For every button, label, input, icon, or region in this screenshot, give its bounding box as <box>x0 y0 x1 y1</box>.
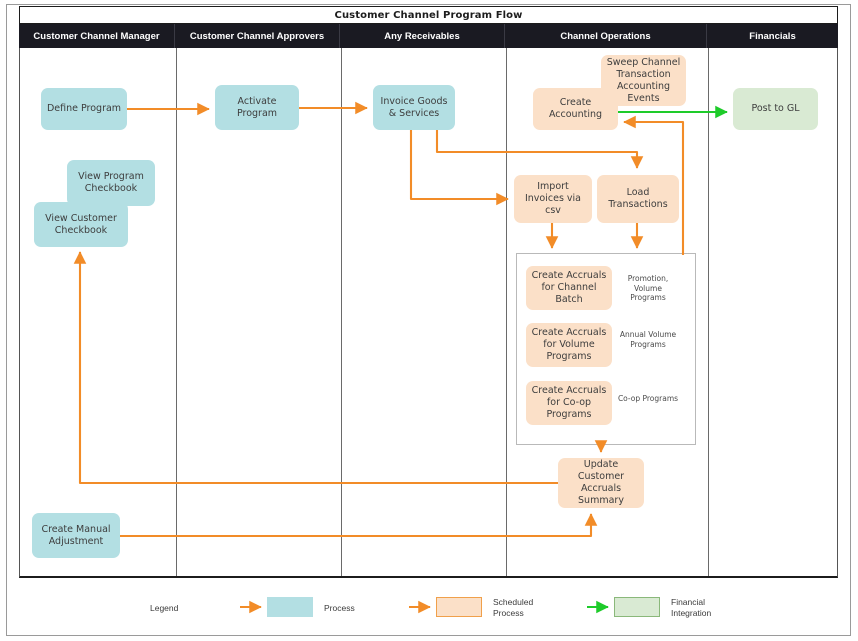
node-create-accruals-volume-programs[interactable]: Create Accruals for Volume Programs <box>526 323 612 367</box>
node-create-manual-adjustment-label: Create Manual Adjustment <box>41 523 111 547</box>
node-invoice-goods-services-label: Invoice Goods & Services <box>380 95 448 119</box>
node-create-accruals-channel-batch[interactable]: Create Accruals for Channel Batch <box>526 266 612 310</box>
legend-label-process: Process <box>324 603 355 613</box>
lane-divider-4 <box>708 48 709 576</box>
node-update-customer-accruals-summary[interactable]: Update Customer Accruals Summary <box>558 458 644 508</box>
node-update-customer-accruals-summary-label: Update Customer Accruals Summary <box>577 459 625 506</box>
node-load-transactions[interactable]: Load Transactions <box>597 175 679 223</box>
legend-label-scheduled-process: Scheduled Process <box>493 597 534 618</box>
node-create-accounting-label: Create Accounting <box>548 97 603 120</box>
lane-header-row: Customer Channel Manager Customer Channe… <box>19 24 838 48</box>
lane-divider-3 <box>506 48 507 576</box>
node-view-program-checkbook-label: View Program Checkbook <box>78 171 144 194</box>
legend-swatch-process <box>267 597 313 617</box>
node-sweep-channel-transaction-label: Sweep Channel Transaction Accounting Eve… <box>606 56 681 104</box>
legend-swatch-financial-integration <box>614 597 660 617</box>
lane-header-operations-label: Channel Operations <box>560 30 651 42</box>
node-create-manual-adjustment[interactable]: Create Manual Adjustment <box>32 513 120 558</box>
lane-header-financials: Financials <box>707 24 838 48</box>
node-create-accruals-channel-batch-label: Create Accruals for Channel Batch <box>531 270 607 305</box>
legend: Legend Process Scheduled Process Financi… <box>19 584 838 632</box>
lane-header-manager-label: Customer Channel Manager <box>33 30 160 42</box>
lane-header-approvers-label: Customer Channel Approvers <box>189 30 325 42</box>
node-import-invoices-csv-label: Import Invoices via csv <box>524 181 582 216</box>
lane-header-receivables: Any Receivables <box>340 24 505 48</box>
lane-header-receivables-label: Any Receivables <box>384 30 460 42</box>
node-load-transactions-label: Load Transactions <box>608 187 668 210</box>
legend-title: Legend <box>150 603 179 613</box>
node-create-accruals-coop-programs-label: Create Accruals for Co-op Programs <box>531 385 607 420</box>
node-activate-program[interactable]: Activate Program <box>215 85 299 130</box>
note-volume-programs: Annual Volume Programs <box>619 330 677 349</box>
node-create-accounting[interactable]: Create Accounting <box>533 88 618 130</box>
node-invoice-goods-services[interactable]: Invoice Goods & Services <box>373 85 455 130</box>
node-import-invoices-csv[interactable]: Import Invoices via csv <box>514 175 592 223</box>
node-create-accruals-coop-programs[interactable]: Create Accruals for Co-op Programs <box>526 381 612 425</box>
legend-swatch-scheduled-process <box>436 597 482 617</box>
note-channel-batch: Promotion, Volume Programs <box>627 274 669 302</box>
note-coop-programs: Co-op Programs <box>617 394 679 403</box>
lane-divider-1 <box>176 48 177 576</box>
diagram-title-bar: Customer Channel Program Flow <box>19 6 838 24</box>
lane-header-operations: Channel Operations <box>505 24 707 48</box>
page-title: Customer Channel Program Flow <box>334 9 523 21</box>
node-post-to-gl-label: Post to GL <box>751 103 800 114</box>
lane-header-manager: Customer Channel Manager <box>19 24 175 48</box>
node-view-program-checkbook[interactable]: View Program Checkbook <box>67 160 155 206</box>
node-define-program[interactable]: Define Program <box>41 88 127 130</box>
node-define-program-label: Define Program <box>46 103 122 114</box>
node-view-customer-checkbook-label: View Customer Checkbook <box>45 212 117 236</box>
node-view-customer-checkbook[interactable]: View Customer Checkbook <box>34 202 128 247</box>
lane-header-financials-label: Financials <box>749 30 796 42</box>
lane-divider-2 <box>341 48 342 576</box>
node-create-accruals-volume-programs-label: Create Accruals for Volume Programs <box>531 327 607 362</box>
legend-label-financial-integration: Financial Integration <box>671 597 712 618</box>
lane-header-approvers: Customer Channel Approvers <box>175 24 340 48</box>
node-post-to-gl[interactable]: Post to GL <box>733 88 818 130</box>
node-activate-program-label: Activate Program <box>236 95 278 119</box>
